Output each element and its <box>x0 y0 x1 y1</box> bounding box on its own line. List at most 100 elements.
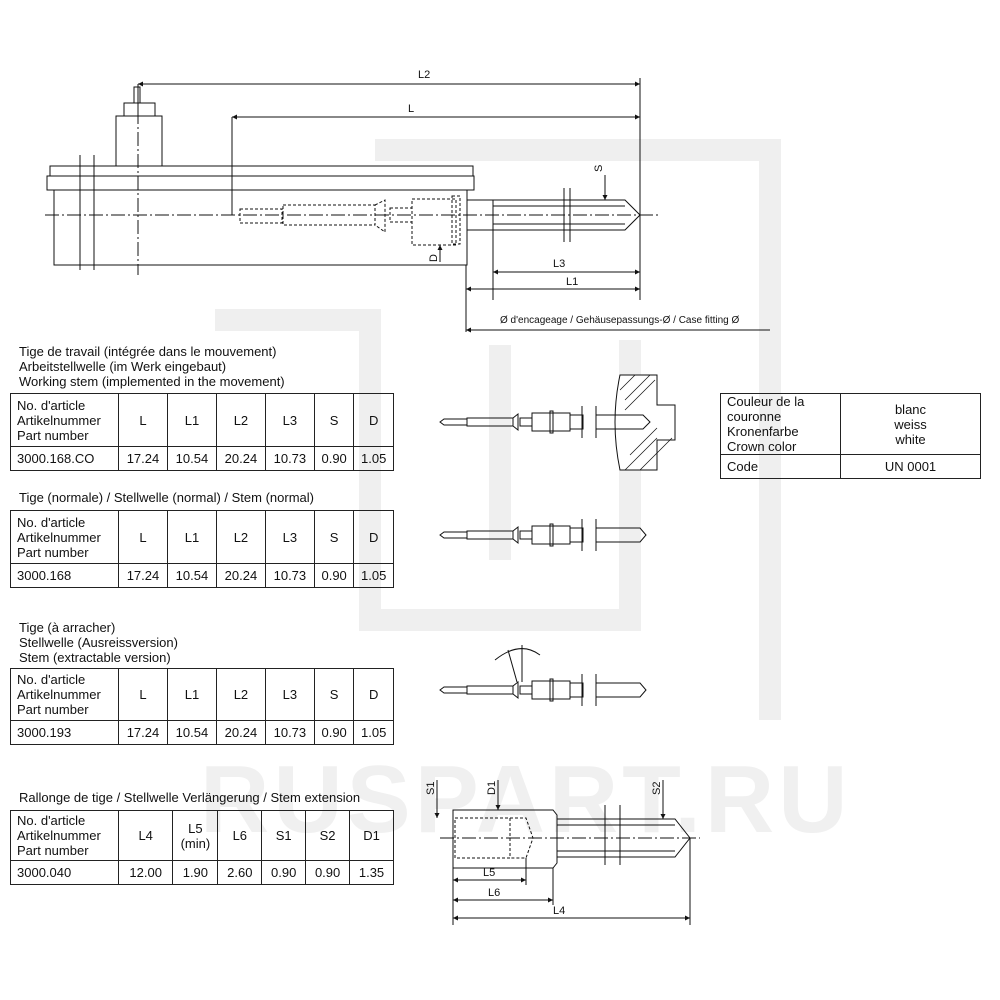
value-cell: 1.90 <box>172 860 219 885</box>
part-number-cell: 3000.040 <box>10 860 119 885</box>
title-line: Working stem (implemented in the movemen… <box>19 374 285 389</box>
stem-extension-title: Rallonge de tige / Stellwelle Verlängeru… <box>19 790 360 805</box>
column-header: L2 <box>215 393 266 447</box>
part-number-cell: 3000.193 <box>10 720 119 745</box>
code-value: UN 0001 <box>840 454 981 479</box>
value-cell: 12.00 <box>117 860 174 885</box>
value-cell: 1.05 <box>353 720 394 745</box>
dim-label-s1: S1 <box>425 782 437 795</box>
value-cell: 1.05 <box>353 446 394 471</box>
dim-label-l5: L5 <box>483 867 495 879</box>
working-stem-drawing <box>439 374 676 471</box>
title-line: Tige (à arracher) <box>19 620 116 635</box>
title-line: Tige (normale) / Stellwelle (normal) / S… <box>19 490 314 505</box>
dim-label-l3: L3 <box>553 258 565 270</box>
column-header: S1 <box>261 810 307 861</box>
column-header: L3 <box>264 668 315 721</box>
table-row: 3000.193 17.24 10.54 20.24 10.73 0.90 1.… <box>10 720 394 745</box>
column-header: L6 <box>217 810 263 861</box>
value-cell: 0.90 <box>261 860 307 885</box>
column-header: D <box>353 393 394 447</box>
column-header: L1 <box>166 668 217 721</box>
table-row: 3000.168 17.24 10.54 20.24 10.73 0.90 1.… <box>10 563 394 588</box>
value-cell: 0.90 <box>313 720 355 745</box>
value-cell: 10.73 <box>264 563 315 588</box>
column-header: D <box>353 668 394 721</box>
column-header: L <box>118 393 168 447</box>
title-line: Rallonge de tige / Stellwelle Verlängeru… <box>19 790 361 805</box>
dim-label-s2: S2 <box>651 782 663 795</box>
value-cell: 0.90 <box>305 860 351 885</box>
stem-extension-drawing <box>434 780 700 925</box>
value-cell: 2.60 <box>217 860 263 885</box>
table-row: 3000.168.CO 17.24 10.54 20.24 10.73 0.90… <box>10 446 394 471</box>
code-label: Code <box>720 454 841 479</box>
normal-stem-drawing <box>439 518 647 552</box>
value-cell: 20.24 <box>215 720 266 745</box>
table-row: Code UN 0001 <box>720 454 981 479</box>
title-line: Stem (extractable version) <box>19 650 171 665</box>
column-header: L3 <box>264 510 315 564</box>
value-cell: 10.54 <box>166 563 217 588</box>
value-cell: 10.54 <box>166 446 217 471</box>
dim-label-l2: L2 <box>418 69 430 81</box>
value-cell: 20.24 <box>215 446 266 471</box>
dim-label-d1: D1 <box>486 781 498 795</box>
column-header: S <box>313 510 355 564</box>
dim-label-l1: L1 <box>566 276 578 288</box>
value-cell: 17.24 <box>118 446 168 471</box>
working-stem-title: Tige de travail (intégrée dans le mouvem… <box>19 344 285 389</box>
value-cell: 17.24 <box>118 720 168 745</box>
column-header: L4 <box>117 810 174 861</box>
dim-label-l: L <box>408 103 414 115</box>
column-header: D <box>353 510 394 564</box>
table-row: 3000.040 12.00 1.90 2.60 0.90 0.90 1.35 <box>10 860 394 885</box>
column-header: S <box>313 668 355 721</box>
title-line: Arbeitstellwelle (im Werk eingebaut) <box>19 359 227 374</box>
extractable-stem-drawing <box>439 645 647 707</box>
column-header: L1 <box>166 510 217 564</box>
part-number-cell: 3000.168.CO <box>10 446 119 471</box>
title-line: Tige de travail (intégrée dans le mouvem… <box>19 344 277 359</box>
part-number-cell: 3000.168 <box>10 563 119 588</box>
value-cell: 1.05 <box>353 563 394 588</box>
dim-label-l6: L6 <box>488 887 500 899</box>
value-cell: 10.73 <box>264 720 315 745</box>
case-fitting-label: Ø d'encageage / Gehäusepassungs-Ø / Case… <box>500 315 739 326</box>
column-header: L <box>118 668 168 721</box>
column-header: L1 <box>166 393 217 447</box>
title-line: Stellwelle (Ausreissversion) <box>19 635 178 650</box>
dim-label-d: D <box>428 254 440 262</box>
value-cell: 0.90 <box>313 563 355 588</box>
dim-label-s: S <box>593 165 605 172</box>
value-cell: 10.73 <box>264 446 315 471</box>
column-header: L <box>118 510 168 564</box>
column-header: D1 <box>349 810 394 861</box>
dim-label-l4: L4 <box>553 905 565 917</box>
column-header: L2 <box>215 510 266 564</box>
extractable-stem-title: Tige (à arracher) Stellwelle (Ausreissve… <box>19 620 178 665</box>
column-header: S2 <box>305 810 351 861</box>
value-cell: 20.24 <box>215 563 266 588</box>
column-header: S <box>313 393 355 447</box>
value-cell: 10.54 <box>166 720 217 745</box>
